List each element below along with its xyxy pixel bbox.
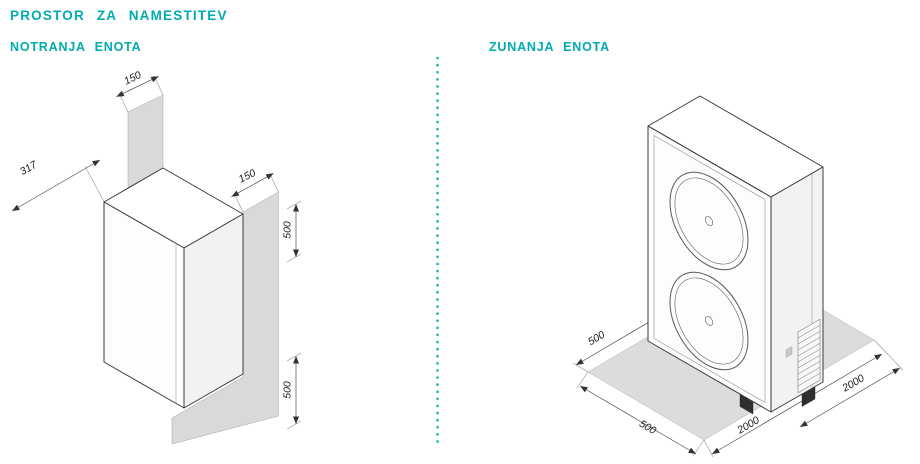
indoor-dim-150-top-left-label: 150 <box>122 69 143 88</box>
indoor-unit-side-face <box>183 213 244 409</box>
indoor-unit-drawing: 150 150 317 500 <box>11 69 302 445</box>
indoor-unit-box <box>103 167 244 409</box>
indoor-dim-317-label: 317 <box>18 158 40 178</box>
outdoor-dim-2000-right-label: 2000 <box>840 372 867 395</box>
indoor-dim-500-above: 500 <box>282 200 302 263</box>
fan-grille-top <box>669 171 749 271</box>
indoor-dim-500-below-label: 500 <box>282 381 294 399</box>
outdoor-dim-500-back-left-label: 500 <box>586 329 607 348</box>
outdoor-unit-drawing: 500 500 2000 2000 <box>572 95 904 458</box>
outdoor-unit-side-grille <box>797 318 821 394</box>
fan-grille-bottom <box>669 271 749 371</box>
page-title: PROSTOR ZA NAMESTITEV <box>10 8 228 23</box>
outdoor-dim-500-front-left-label: 500 <box>637 418 658 437</box>
indoor-dim-150-top-right-label: 150 <box>237 167 258 186</box>
outdoor-unit-front-panel-inset <box>653 134 766 404</box>
indoor-dim-317-depth: 317 <box>11 158 105 212</box>
section-label-outdoor: ZUNANJA ENOTA <box>489 40 610 54</box>
outdoor-unit-box <box>647 95 824 415</box>
indoor-dim-500-below: 500 <box>282 352 302 430</box>
section-label-indoor: NOTRANJA ENOTA <box>10 40 142 54</box>
outdoor-unit-side-plate <box>785 346 793 358</box>
indoor-dim-500-above-label: 500 <box>282 221 294 239</box>
